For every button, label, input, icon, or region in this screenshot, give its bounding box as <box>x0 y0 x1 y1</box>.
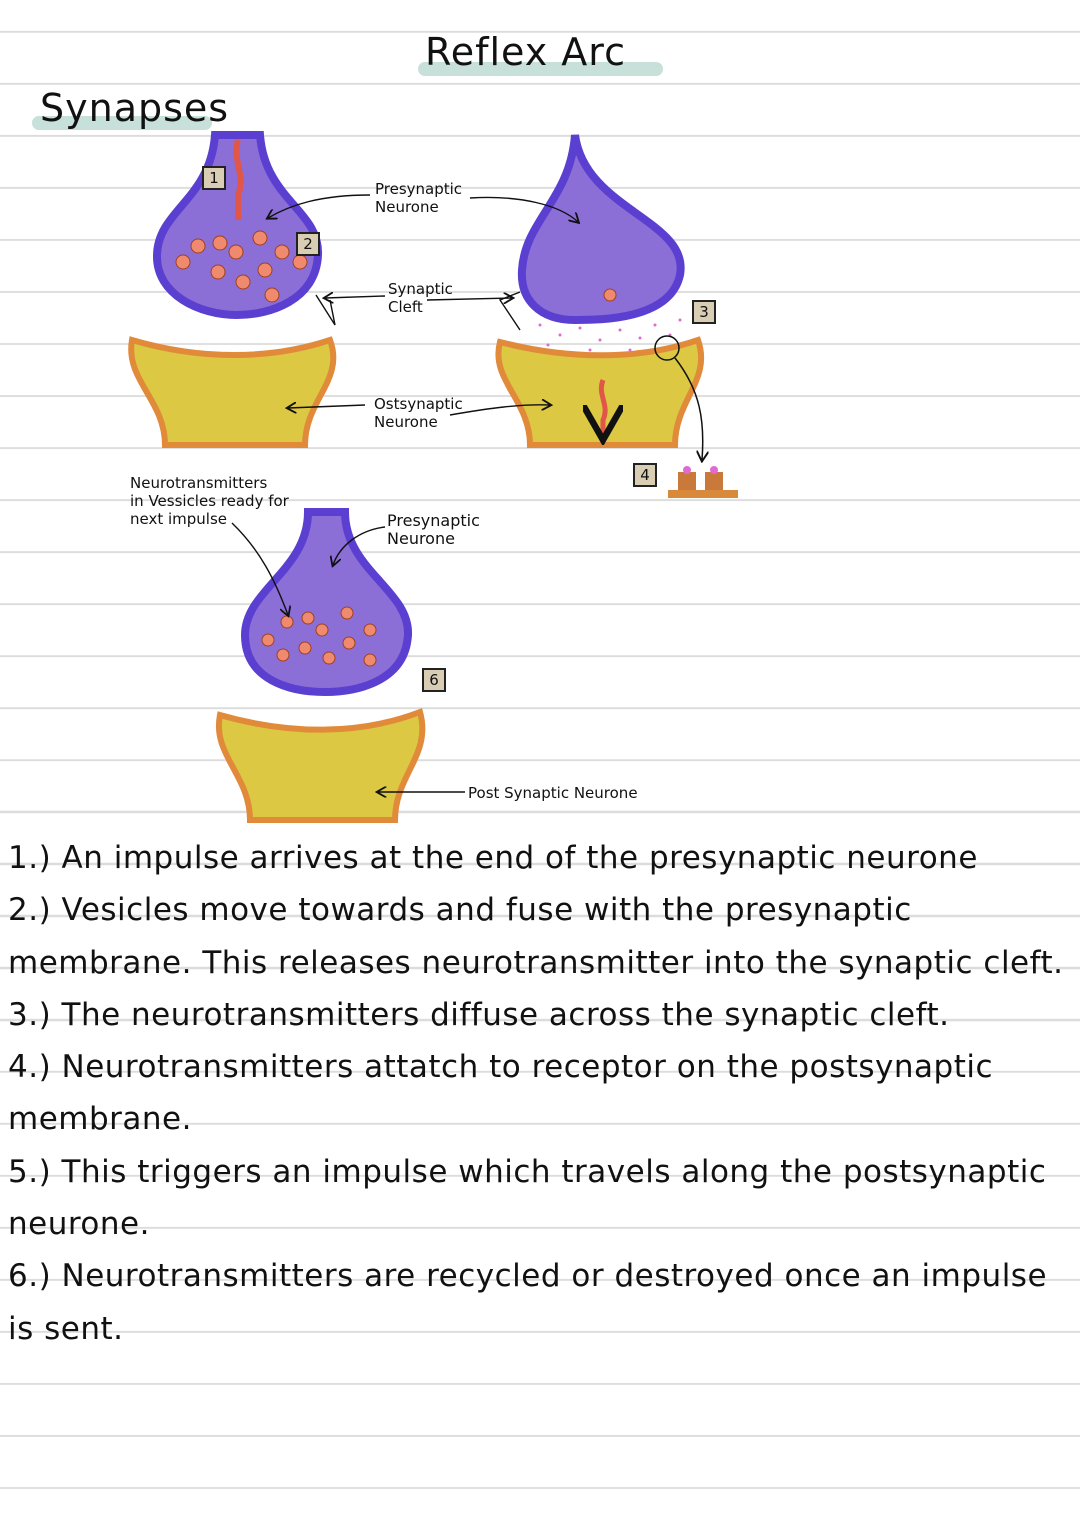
label-postsynaptic-neurone-bottom: Post Synaptic Neurone <box>468 784 638 802</box>
step-badge-1: 1 <box>202 166 226 190</box>
step-badge-3: 3 <box>692 300 716 324</box>
label-synaptic-cleft: Synaptic Cleft <box>388 280 453 316</box>
postsynaptic-neurone-1 <box>128 336 337 448</box>
receptor-detail <box>668 466 738 498</box>
presynaptic-neurone-3 <box>240 508 413 697</box>
receptor-zoom-circle <box>654 335 680 361</box>
note-step-5: 5.) This triggers an impulse which trave… <box>8 1153 1047 1243</box>
label-postsynaptic-neurone: Ostsynaptic Neurone <box>374 395 463 431</box>
vesicles-3 <box>261 606 377 667</box>
step-badge-4: 4 <box>633 463 657 487</box>
label-vesicles-note: Neurotransmitters in Vessicles ready for… <box>130 474 289 528</box>
vesicle-fusing <box>603 288 617 302</box>
label-presynaptic-neurone-bottom: Presynaptic Neurone <box>387 511 480 548</box>
vesicles-1 <box>175 230 308 303</box>
note-step-2: 2.) Vesicles move towards and fuse with … <box>8 892 1064 981</box>
section-title: Synapses <box>40 86 230 130</box>
impulse-arrow-2 <box>601 379 605 435</box>
title-highlight <box>418 62 663 76</box>
note-step-4: 4.) Neurotransmitters attatch to recepto… <box>8 1049 994 1138</box>
step-badge-2: 2 <box>296 232 320 256</box>
notes-list: 1.) An impulse arrives at the end of the… <box>8 832 1073 1355</box>
section-highlight <box>32 116 212 130</box>
note-step-3: 3.) The neurotransmitters diffuse across… <box>8 996 950 1033</box>
postsynaptic-neurone-3 <box>215 708 426 823</box>
presynaptic-neurone-2 <box>517 134 685 325</box>
note-step-6: 6.) Neurotransmitters are recycled or de… <box>8 1258 1048 1347</box>
note-step-1: 1.) An impulse arrives at the end of the… <box>8 840 978 876</box>
step-badge-6: 6 <box>422 668 446 692</box>
label-presynaptic-neurone: Presynaptic Neurone <box>375 180 463 216</box>
neurotransmitter-dots <box>538 318 682 352</box>
presynaptic-neurone-1 <box>152 131 323 320</box>
synapse-diagram <box>128 131 738 823</box>
impulse-arrow-1 <box>233 139 244 220</box>
page-title: Reflex Arc <box>425 30 626 74</box>
